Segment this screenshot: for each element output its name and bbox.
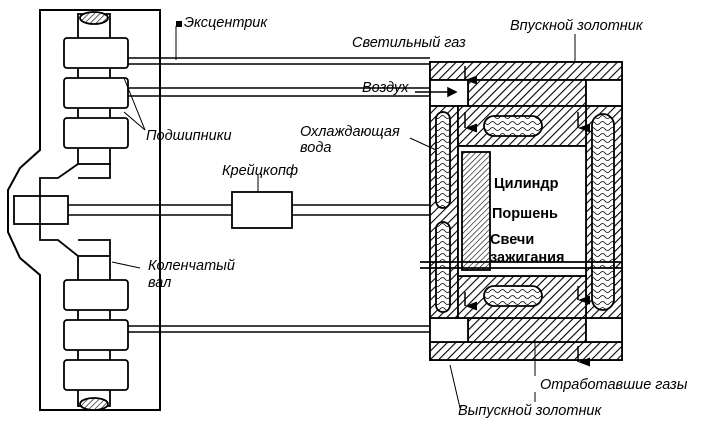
label-intake-valve: Впускной золотник: [510, 18, 644, 34]
label-crankshaft-1: Коленчатый: [148, 258, 235, 274]
label-spark-plugs-1: Свечи: [490, 232, 534, 248]
eccentric-marker: [176, 21, 182, 27]
label-cooling-water-1: Охлаждающая: [300, 124, 400, 140]
label-piston: Поршень: [492, 206, 558, 222]
label-lighting-gas: Светильный газ: [352, 35, 466, 51]
flow-arrows: [415, 66, 590, 367]
crankshaft: [13, 11, 129, 411]
rods: [68, 57, 468, 333]
label-bearings: Подшипники: [146, 128, 232, 144]
label-crankshaft-2: вал: [148, 275, 171, 291]
label-exhaust-gases: Отработавшие газы: [540, 377, 688, 393]
crosshead-block: [231, 191, 293, 229]
cylinder-assembly: [420, 61, 623, 361]
label-air: Воздух: [362, 80, 409, 96]
label-spark-plugs-2: зажигания: [490, 250, 565, 266]
label-crosshead: Крейцкопф: [222, 163, 298, 179]
leader-lines: [111, 25, 576, 409]
crankshaft-frame: [7, 9, 161, 411]
label-cylinder: Цилиндр: [494, 176, 559, 192]
label-cooling-water-2: вода: [300, 140, 331, 156]
label-exhaust-valve: Выпускной золотник: [458, 403, 602, 419]
label-eccentric: Эксцентрик: [184, 15, 268, 31]
labels: Эксцентрик Светильный газ Впускной золот…: [146, 15, 688, 419]
